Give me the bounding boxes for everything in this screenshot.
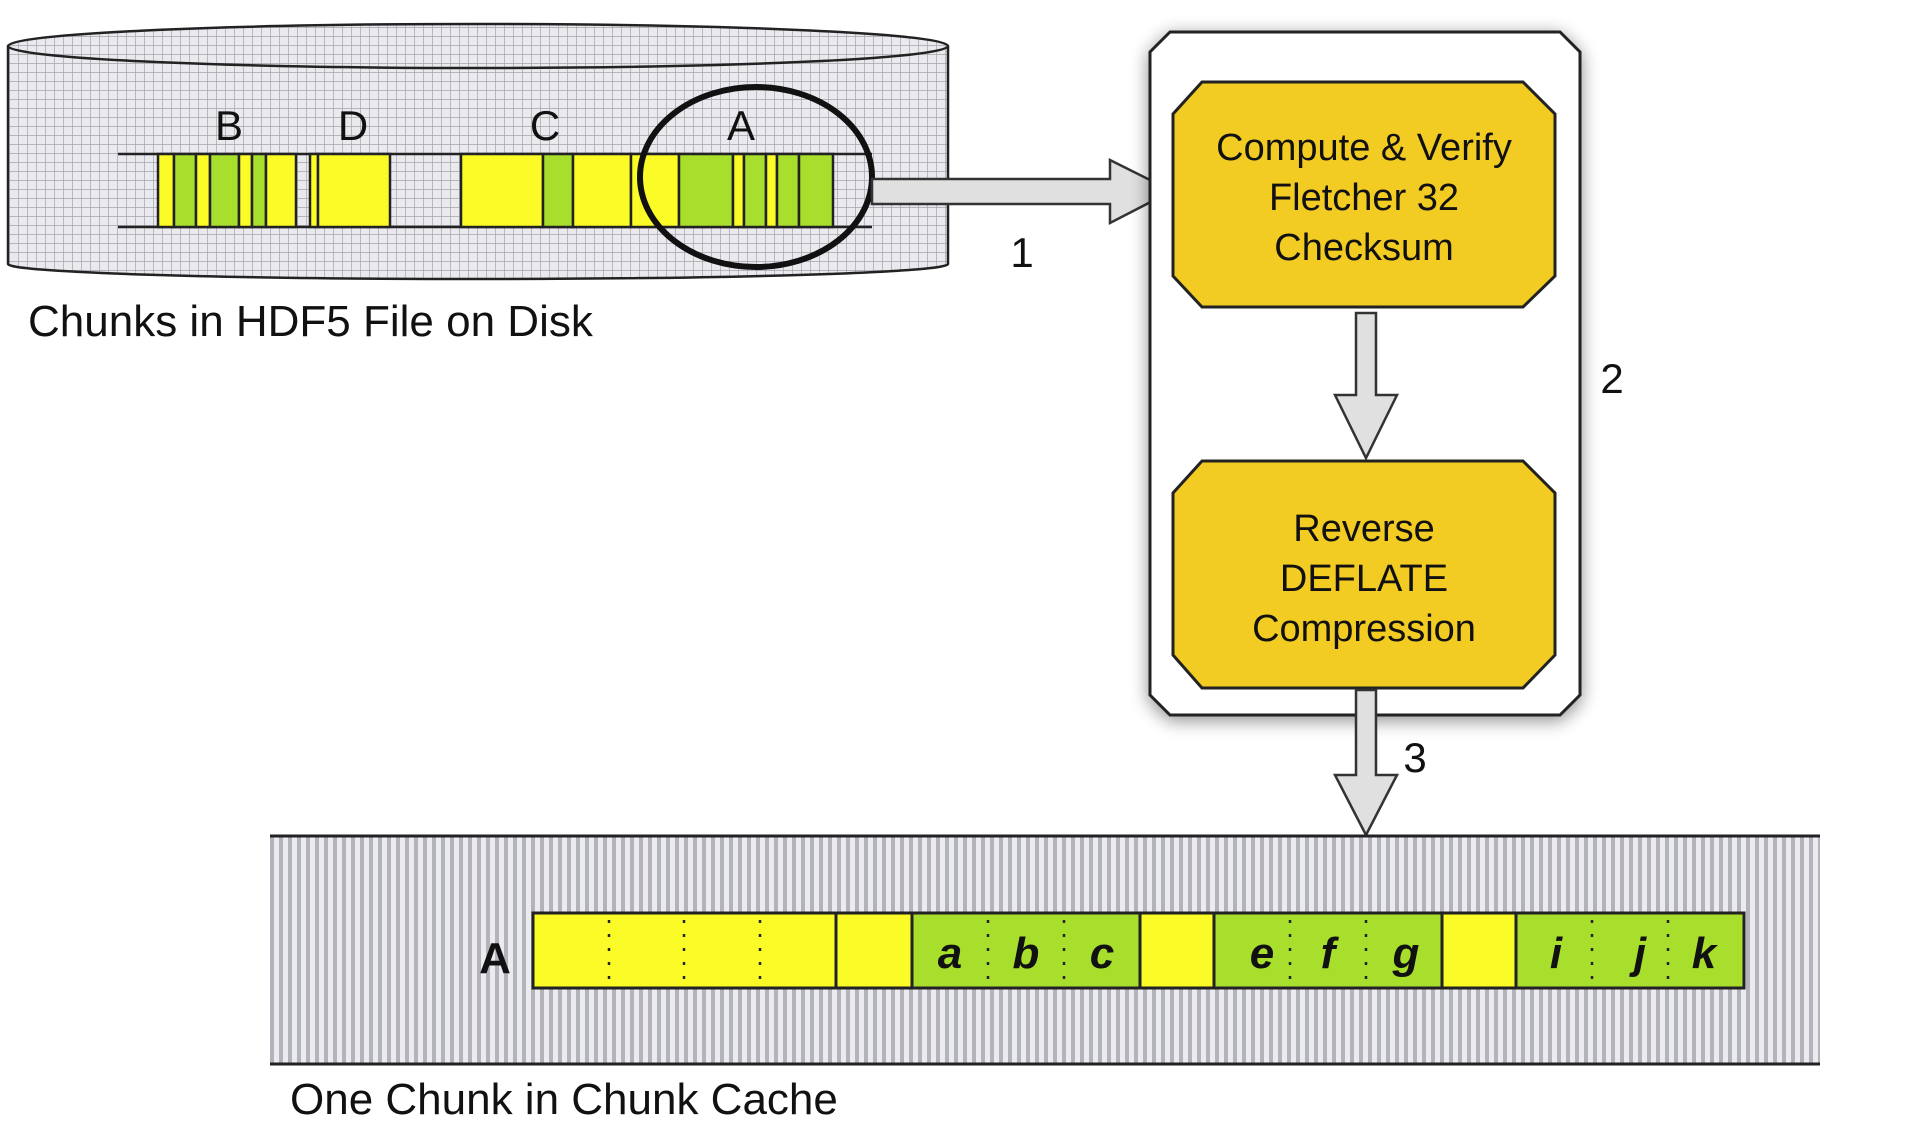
disk-chunk-label-a: A: [727, 102, 755, 149]
disk-chunk-d: [308, 152, 392, 229]
element-k: k: [1692, 929, 1719, 978]
cache-caption: One Chunk in Chunk Cache: [290, 1075, 838, 1124]
element-b: b: [1013, 929, 1040, 978]
element-i: i: [1550, 929, 1563, 978]
checksum-line-3: Checksum: [1274, 227, 1454, 269]
arrow-step-3: [1332, 688, 1400, 838]
disk-chunk-a: [629, 152, 835, 229]
checksum-box: Compute & Verify Fletcher 32 Checksum: [1171, 80, 1557, 309]
deflate-line-3: Compression: [1252, 608, 1476, 650]
element-g: g: [1392, 929, 1420, 978]
disk-cylinder: [6, 22, 950, 281]
deflate-box: Reverse DEFLATE Compression: [1171, 459, 1557, 690]
disk-chunk-b: [156, 152, 298, 229]
element-e: e: [1250, 929, 1274, 978]
element-a: a: [938, 929, 962, 978]
disk-chunk-c: [459, 152, 633, 229]
disk-chunk-label-c: C: [530, 102, 560, 149]
disk-caption: Chunks in HDF5 File on Disk: [28, 297, 594, 346]
chunk-a-highlight-ellipse: [637, 84, 875, 270]
cache-chunk-label: A: [479, 934, 511, 983]
step-1-label: 1: [1010, 229, 1033, 276]
step-3-label: 3: [1403, 734, 1426, 781]
arrow-step-1: [870, 157, 1175, 226]
cache-element-dividers: [607, 920, 1670, 982]
element-c: c: [1090, 929, 1114, 978]
checksum-line-2: Fletcher 32: [1269, 177, 1459, 219]
arrow-checksum-to-deflate: [1332, 311, 1400, 461]
deflate-line-1: Reverse: [1293, 508, 1435, 550]
checksum-line-1: Compute & Verify: [1216, 127, 1512, 169]
step-2-label: 2: [1600, 355, 1623, 402]
element-f: f: [1321, 929, 1340, 978]
disk-chunk-label-b: B: [215, 102, 243, 149]
element-j: j: [1629, 929, 1647, 978]
deflate-line-2: DEFLATE: [1280, 558, 1448, 600]
disk-chunk-label-d: D: [338, 102, 368, 149]
cache-chunk-a: [531, 911, 1746, 990]
